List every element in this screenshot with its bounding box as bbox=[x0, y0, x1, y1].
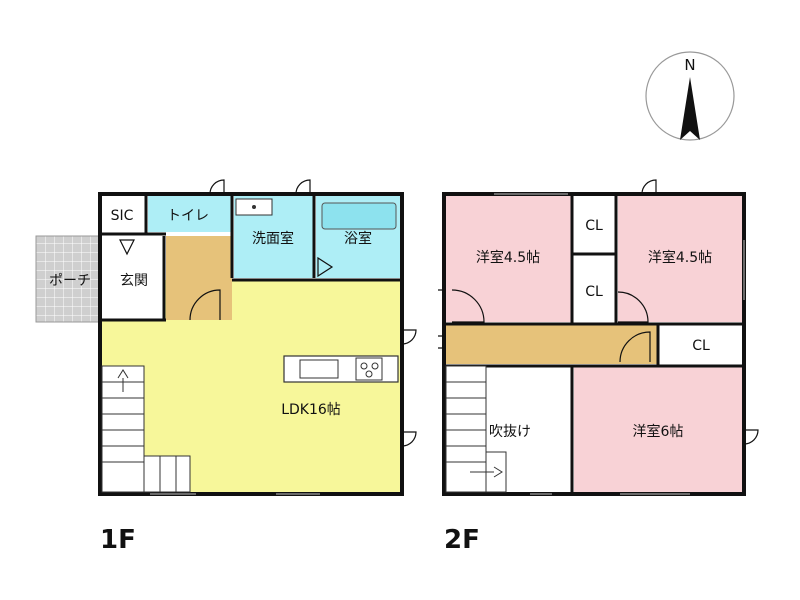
room-label-porch: ポーチ bbox=[49, 273, 91, 289]
corridor-2f bbox=[444, 324, 658, 364]
floor-plan-2f: 洋室4.5帖 洋室4.5帖 洋室6帖 CL CL CL 吹抜け 2F bbox=[438, 179, 759, 555]
corridor-1f bbox=[166, 236, 232, 320]
room-label-bathroom: 浴室 bbox=[344, 230, 372, 247]
sic-area bbox=[100, 196, 146, 232]
room-label-closet-1: CL bbox=[585, 218, 603, 234]
floor-plan-1f: SIC トイレ 洗面室 浴室 ポーチ 玄関 LDK16帖 1F bbox=[35, 179, 417, 555]
room-label-ldk: LDK16帖 bbox=[281, 402, 341, 418]
floor-label-2f: 2F bbox=[444, 525, 480, 555]
porch-area bbox=[35, 235, 101, 323]
floor-label-1f: 1F bbox=[100, 525, 136, 555]
room-label-entrance: 玄関 bbox=[120, 272, 148, 289]
entrance-area bbox=[100, 236, 164, 320]
room-label-closet-2: CL bbox=[585, 284, 603, 300]
staircase-1f bbox=[101, 365, 191, 493]
staircase-2f bbox=[445, 365, 507, 493]
sink-icon bbox=[299, 359, 339, 379]
room-label-bedroom-south: 洋室6帖 bbox=[633, 423, 684, 440]
room-label-void: 吹抜け bbox=[489, 424, 531, 440]
bedroom-south-area bbox=[574, 366, 744, 494]
compass: N bbox=[645, 51, 735, 141]
room-label-closet-3: CL bbox=[692, 338, 710, 354]
toilet-area bbox=[148, 196, 232, 232]
room-label-sic: SIC bbox=[111, 208, 134, 224]
compass-north-label: N bbox=[684, 56, 695, 74]
north-arrow-icon bbox=[680, 77, 700, 140]
room-label-bedroom-east: 洋室4.5帖 bbox=[648, 249, 712, 266]
bathtub-icon bbox=[321, 202, 397, 230]
room-label-bedroom-west: 洋室4.5帖 bbox=[476, 249, 540, 266]
room-label-toilet: トイレ bbox=[167, 208, 209, 224]
room-label-washroom: 洗面室 bbox=[252, 230, 294, 247]
bedroom-west-area bbox=[444, 194, 572, 322]
